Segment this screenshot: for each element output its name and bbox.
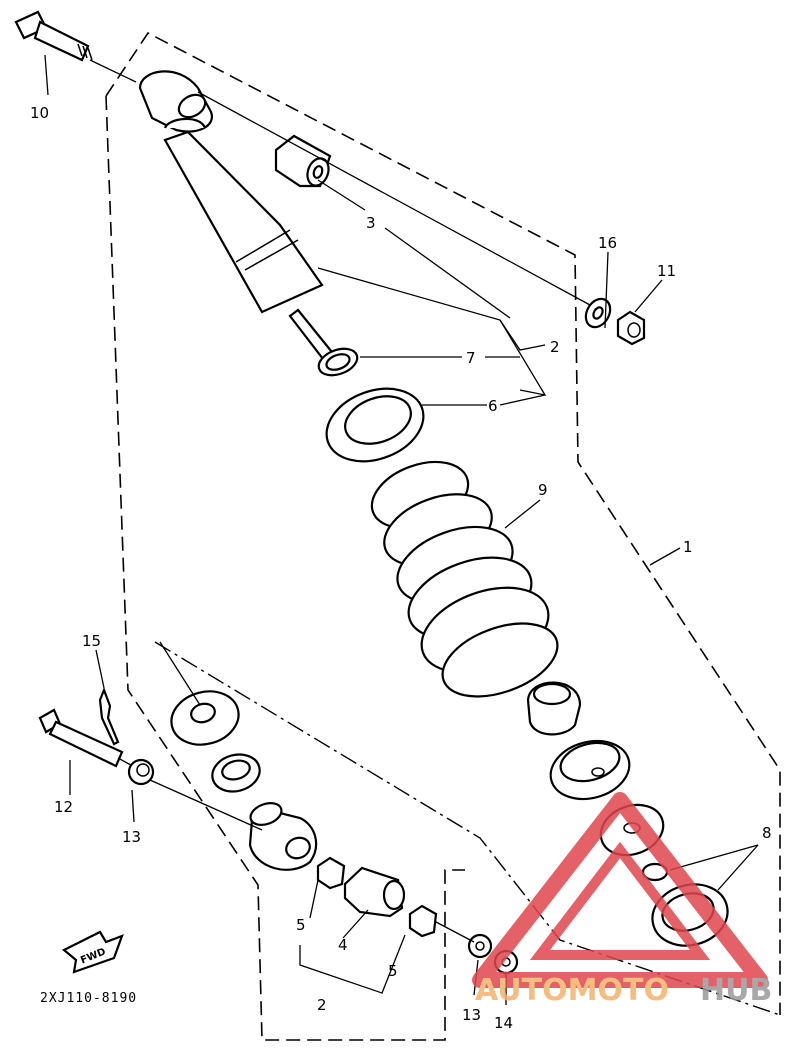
shock-absorber <box>138 70 359 377</box>
bushing-5b <box>408 904 438 938</box>
callout-11: 11 <box>657 262 676 280</box>
callout-9: 9 <box>538 481 548 499</box>
leader-lines <box>44 54 759 1005</box>
callout-15: 15 <box>82 632 101 650</box>
lower-spring-seat <box>549 739 631 801</box>
watermark-text-a: AUTOMOTO <box>475 973 669 1008</box>
callout-5b: 5 <box>388 962 398 980</box>
bolt-12 <box>38 708 141 771</box>
callout-10: 10 <box>30 104 49 122</box>
callout-8: 8 <box>762 824 772 842</box>
collar-3 <box>274 134 332 188</box>
cotter-pin-15 <box>98 686 120 746</box>
coil-spring-9 <box>370 460 559 698</box>
callout-13b: 13 <box>462 1006 481 1024</box>
callout-labels: 1 2 2 3 4 5 5 6 7 8 9 10 11 12 13 13 14 … <box>30 104 772 1032</box>
collar-4 <box>343 866 406 918</box>
callout-7: 7 <box>466 349 476 367</box>
callout-5a: 5 <box>296 916 306 934</box>
callout-3: 3 <box>366 214 376 232</box>
watermark-logo <box>472 792 768 988</box>
bushing-5a <box>316 856 346 890</box>
callout-12: 12 <box>54 798 73 816</box>
bump-stop <box>526 681 582 736</box>
rubber-seat <box>170 690 261 793</box>
callout-4: 4 <box>338 936 348 954</box>
watermark-text-b: HUB <box>700 973 772 1008</box>
callout-16: 16 <box>598 234 617 252</box>
callout-1: 1 <box>683 538 693 556</box>
collar-13a <box>127 758 263 831</box>
bolt-10 <box>14 10 137 83</box>
callout-2b: 2 <box>317 996 327 1014</box>
callout-2a: 2 <box>550 338 560 356</box>
spring-seat-6 <box>325 387 425 463</box>
drawing-code: 2XJ110-8190 <box>40 991 137 1006</box>
washer-16 <box>584 297 612 329</box>
washer-13b <box>467 933 493 959</box>
lower-eye <box>248 802 318 871</box>
fwd-arrow-icon <box>62 930 124 974</box>
callout-6: 6 <box>488 397 498 415</box>
nut-11 <box>616 310 646 346</box>
watermark: AUTOMOTO HUB <box>472 792 772 1008</box>
callout-13a: 13 <box>122 828 141 846</box>
callout-14: 14 <box>494 1014 513 1032</box>
